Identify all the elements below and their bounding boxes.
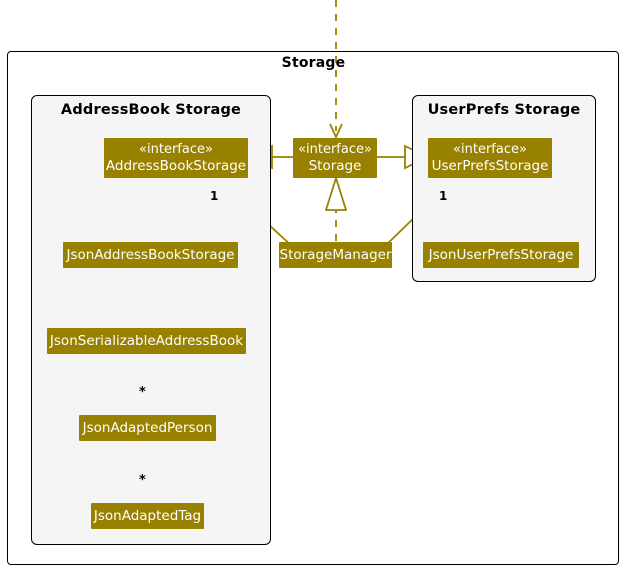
package-userprefs-storage-title: UserPrefs Storage [427, 102, 581, 118]
multiplicity-jsonadaptedtag: * [139, 473, 146, 488]
multiplicity-userprefsstorage: 1 [439, 189, 448, 203]
multiplicity-jsonadaptedperson: * [139, 385, 146, 400]
class-jsonadaptedtag-name: JsonAdaptedTag [93, 507, 202, 524]
class-jsonserializableaddressbook-name: JsonSerializableAddressBook [49, 332, 244, 349]
class-userprefsstorage[interactable]: «interface» UserPrefsStorage [428, 138, 552, 178]
outer-frame-storage [7, 51, 619, 565]
class-jsonuserprefsstorage-name: JsonUserPrefsStorage [428, 246, 574, 263]
class-addressbookstorage-name: AddressBookStorage [105, 158, 247, 174]
class-storagemanager[interactable]: StorageManager [279, 242, 392, 268]
class-storage-name: Storage [308, 158, 362, 174]
class-userprefsstorage-stereotype: «interface» [453, 142, 527, 157]
class-jsonadaptedperson[interactable]: JsonAdaptedPerson [79, 415, 216, 441]
class-jsonadaptedperson-name: JsonAdaptedPerson [82, 419, 213, 436]
outer-frame-title: Storage [281, 55, 346, 71]
class-jsonaddressbookstorage[interactable]: JsonAddressBookStorage [63, 242, 238, 268]
package-addressbook-storage-title: AddressBook Storage [60, 102, 242, 118]
class-storage[interactable]: «interface» Storage [293, 138, 377, 178]
class-jsonaddressbookstorage-name: JsonAddressBookStorage [66, 246, 235, 263]
class-jsonuserprefsstorage[interactable]: JsonUserPrefsStorage [423, 242, 579, 268]
class-jsonadaptedtag[interactable]: JsonAdaptedTag [91, 503, 204, 529]
class-addressbookstorage[interactable]: «interface» AddressBookStorage [104, 138, 248, 178]
class-userprefsstorage-name: UserPrefsStorage [431, 158, 549, 174]
class-addressbookstorage-stereotype: «interface» [139, 142, 213, 157]
class-storage-stereotype: «interface» [298, 142, 372, 157]
class-storagemanager-name: StorageManager [279, 246, 392, 263]
multiplicity-addressbookstorage: 1 [210, 189, 219, 203]
class-jsonserializableaddressbook[interactable]: JsonSerializableAddressBook [47, 328, 246, 354]
